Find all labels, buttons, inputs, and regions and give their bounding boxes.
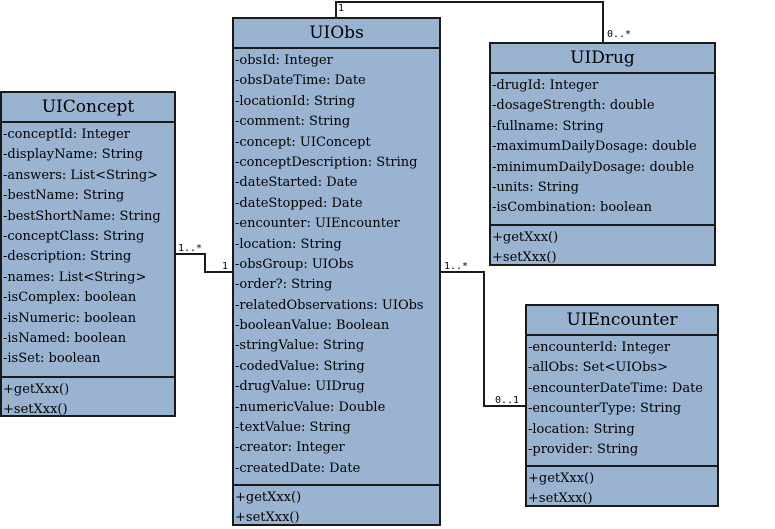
attribute: -minimumDailyDosage: double: [492, 159, 695, 175]
class-name: UIConcept: [2, 93, 174, 123]
attribute: -isCombination: boolean: [492, 200, 652, 216]
obs-drug-multiplicity-obs: 1: [338, 3, 345, 14]
class-name: UIEncounter: [527, 306, 717, 336]
obs-drug-multiplicity-drug: 0..*: [607, 29, 632, 40]
attribute: -createdDate: Date: [235, 460, 361, 476]
attribute: -encounterType: String: [528, 401, 682, 417]
attribute: -isNamed: boolean: [3, 330, 127, 346]
concept-obs-association-line: [175, 253, 233, 273]
attributes-compartment: -conceptId: Integer -displayName: String…: [2, 123, 174, 378]
obs-encounter-multiplicity-encounter: 0..1: [495, 395, 520, 406]
attribute: -conceptDescription: String: [235, 154, 418, 170]
operation: +setXxx(): [528, 491, 593, 507]
operation: +getXxx(): [3, 382, 70, 397]
attribute: -conceptClass: String: [3, 228, 145, 244]
attribute: -provider: String: [528, 441, 639, 457]
attribute: -obsGroup: UIObs: [235, 256, 354, 272]
attribute: -booleanValue: Boolean: [235, 318, 390, 334]
attribute: -drugValue: UIDrug: [235, 379, 365, 395]
attribute: -location: String: [528, 421, 635, 437]
attribute: -maximumDailyDosage: double: [492, 139, 697, 155]
attribute: -displayName: String: [3, 147, 143, 163]
attribute: -concept: UIConcept: [235, 134, 371, 150]
class-uidrug[interactable]: UIDrug -drugId: Integer -dosageStrength:…: [489, 42, 716, 266]
attribute: -dosageStrength: double: [492, 98, 655, 114]
attribute: -drugId: Integer: [492, 78, 599, 93]
attribute: -bestShortName: String: [3, 208, 161, 224]
attribute: -dateStarted: Date: [235, 175, 358, 191]
attribute: -fullname: String: [492, 118, 604, 134]
attributes-compartment: -obsId: Integer -obsDateTime: Date -loca…: [234, 49, 439, 486]
attribute: -stringValue: String: [235, 338, 365, 354]
attribute: -location: String: [235, 236, 342, 252]
attribute: -comment: String: [235, 114, 351, 130]
class-uiobs[interactable]: UIObs -obsId: Integer -obsDateTime: Date…: [232, 17, 441, 526]
attribute: -textValue: String: [235, 420, 351, 436]
class-uiencounter[interactable]: UIEncounter -encounterId: Integer -allOb…: [525, 304, 719, 507]
operations-compartment: +getXxx() +setXxx(): [2, 378, 174, 421]
attribute: -isComplex: boolean: [3, 290, 137, 306]
attribute: -conceptId: Integer: [3, 127, 131, 142]
attribute: -locationId: String: [235, 93, 356, 109]
class-name: UIObs: [234, 19, 439, 49]
attribute: -obsId: Integer: [235, 53, 333, 68]
attribute: -units: String: [492, 179, 579, 195]
obs-encounter-association-line: [440, 271, 526, 407]
operation: +getXxx(): [492, 230, 559, 245]
operations-compartment: +getXxx() +setXxx(): [234, 486, 439, 529]
attribute: -names: List<String>: [3, 269, 147, 285]
attribute: -relatedObservations: UIObs: [235, 297, 424, 313]
attribute: -encounterId: Integer: [528, 340, 671, 355]
operations-compartment: +getXxx() +setXxx(): [527, 467, 717, 510]
obs-drug-association-line: [335, 1, 604, 43]
concept-obs-multiplicity-obs: 1: [222, 261, 229, 272]
attribute: -obsDateTime: Date: [235, 73, 366, 89]
operation: +getXxx(): [528, 471, 595, 486]
class-name: UIDrug: [491, 44, 714, 74]
attribute: -codedValue: String: [235, 358, 365, 374]
attribute: -dateStopped: Date: [235, 195, 363, 211]
operation: +getXxx(): [235, 490, 302, 505]
class-uiconcept[interactable]: UIConcept -conceptId: Integer -displayNa…: [0, 91, 176, 417]
attribute: -encounterDateTime: Date: [528, 380, 703, 396]
attributes-compartment: -drugId: Integer -dosageStrength: double…: [491, 74, 714, 226]
attribute: -allObs: Set<UIObs>: [528, 360, 668, 376]
attribute: -answers: List<String>: [3, 167, 159, 183]
concept-obs-multiplicity-concept: 1..*: [178, 243, 203, 254]
attributes-compartment: -encounterId: Integer -allObs: Set<UIObs…: [527, 336, 717, 467]
attribute: -description: String: [3, 249, 132, 265]
attribute: -numericValue: Double: [235, 399, 386, 415]
operation: +setXxx(): [235, 510, 300, 526]
operation: +setXxx(): [3, 402, 68, 418]
attribute: -encounter: UIEncounter: [235, 216, 400, 232]
attribute: -order?: String: [235, 277, 333, 293]
operation: +setXxx(): [492, 250, 557, 266]
attribute: -bestName: String: [3, 188, 125, 204]
attribute: -creator: Integer: [235, 440, 345, 456]
obs-encounter-multiplicity-obs: 1..*: [444, 261, 469, 272]
attribute: -isSet: boolean: [3, 351, 101, 367]
attribute: -isNumeric: boolean: [3, 310, 137, 326]
operations-compartment: +getXxx() +setXxx(): [491, 226, 714, 269]
